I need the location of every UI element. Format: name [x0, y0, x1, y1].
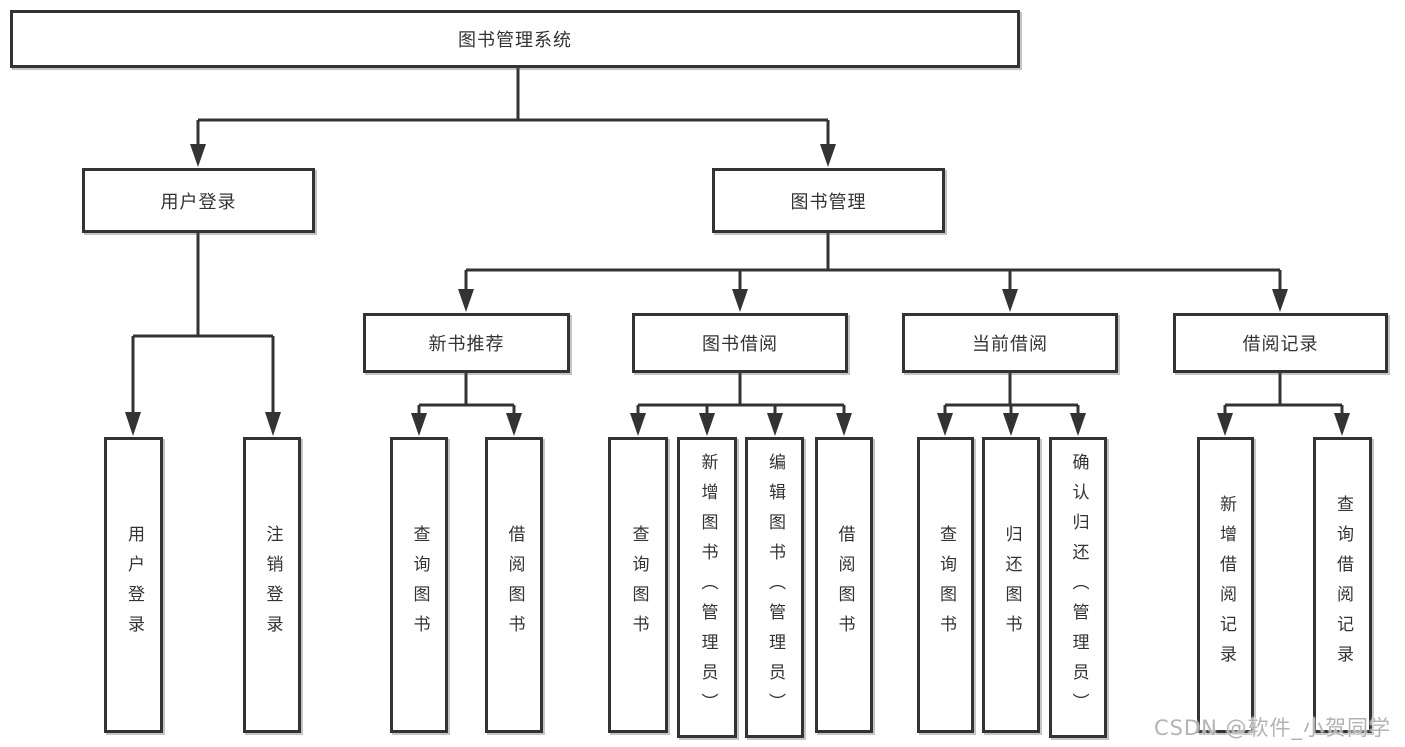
- connectors-user-login: [125, 233, 281, 436]
- leaf-return-books: 归还图书: [982, 437, 1040, 733]
- node-book-borrowing-label: 图书借阅: [702, 334, 778, 355]
- leaf-borrow-books-recommend-label: 借阅图书: [504, 525, 525, 645]
- node-user-login: 用户登录: [82, 168, 315, 233]
- node-user-login-label: 用户登录: [160, 191, 237, 213]
- leaf-query-books-current-label: 查询图书: [936, 525, 956, 645]
- leaf-query-borrow-record-label: 查询借阅记录: [1333, 495, 1353, 675]
- leaf-add-borrow-record-label: 新增借阅记录: [1216, 495, 1236, 675]
- connectors-current-borrowing: [937, 373, 1086, 436]
- leaf-query-books-recommend: 查询图书: [390, 437, 448, 733]
- leaf-borrow-books-recommend: 借阅图书: [485, 437, 543, 733]
- leaf-user-login: 用户登录: [104, 437, 163, 733]
- connectors-root: [190, 68, 836, 167]
- leaf-edit-books-admin-label: 编辑图书（管理员）: [765, 452, 785, 723]
- leaf-query-books-current: 查询图书: [917, 437, 974, 733]
- node-book-borrowing: 图书借阅: [632, 313, 848, 373]
- leaf-add-books-admin-label: 新增图书（管理员）: [697, 452, 718, 723]
- leaf-add-books-admin: 新增图书（管理员）: [677, 437, 737, 738]
- csdn-watermark: CSDN @软件_小贺同学: [1153, 716, 1391, 740]
- node-book-management-label: 图书管理: [790, 191, 867, 213]
- leaf-confirm-return-admin: 确认归还（管理员）: [1049, 437, 1107, 738]
- leaf-borrow-books-borrowing: 借阅图书: [815, 437, 873, 733]
- node-root-label: 图书管理系统: [458, 30, 572, 51]
- node-current-borrowing: 当前借阅: [902, 313, 1118, 373]
- leaf-logout-label: 注销登录: [262, 525, 283, 645]
- connectors-borrowing-records: [1217, 373, 1350, 436]
- leaf-query-books-borrowing: 查询图书: [608, 437, 668, 733]
- leaf-user-login-label: 用户登录: [124, 525, 144, 645]
- node-current-borrowing-label: 当前借阅: [972, 334, 1048, 355]
- leaf-confirm-return-admin-label: 确认归还（管理员）: [1068, 452, 1089, 723]
- node-new-book-recommend-label: 新书推荐: [428, 334, 505, 355]
- connectors-book-borrowing: [630, 373, 852, 436]
- node-borrowing-records: 借阅记录: [1173, 313, 1388, 373]
- leaf-logout: 注销登录: [243, 437, 301, 733]
- leaf-query-borrow-record: 查询借阅记录: [1313, 437, 1372, 733]
- leaf-borrow-books-borrowing-label: 借阅图书: [834, 525, 855, 645]
- leaf-edit-books-admin: 编辑图书（管理员）: [745, 437, 804, 738]
- node-root: 图书管理系统: [10, 10, 1020, 68]
- node-new-book-recommend: 新书推荐: [363, 313, 570, 373]
- node-book-management: 图书管理: [712, 168, 945, 233]
- leaf-query-books-recommend-label: 查询图书: [409, 525, 430, 645]
- connectors-book-management: [458, 233, 1288, 312]
- leaf-return-books-label: 归还图书: [1001, 525, 1022, 645]
- leaf-query-books-borrowing-label: 查询图书: [628, 525, 649, 645]
- node-borrowing-records-label: 借阅记录: [1242, 334, 1319, 355]
- leaf-add-borrow-record: 新增借阅记录: [1197, 437, 1254, 733]
- connectors-new-book-recommend: [411, 373, 522, 436]
